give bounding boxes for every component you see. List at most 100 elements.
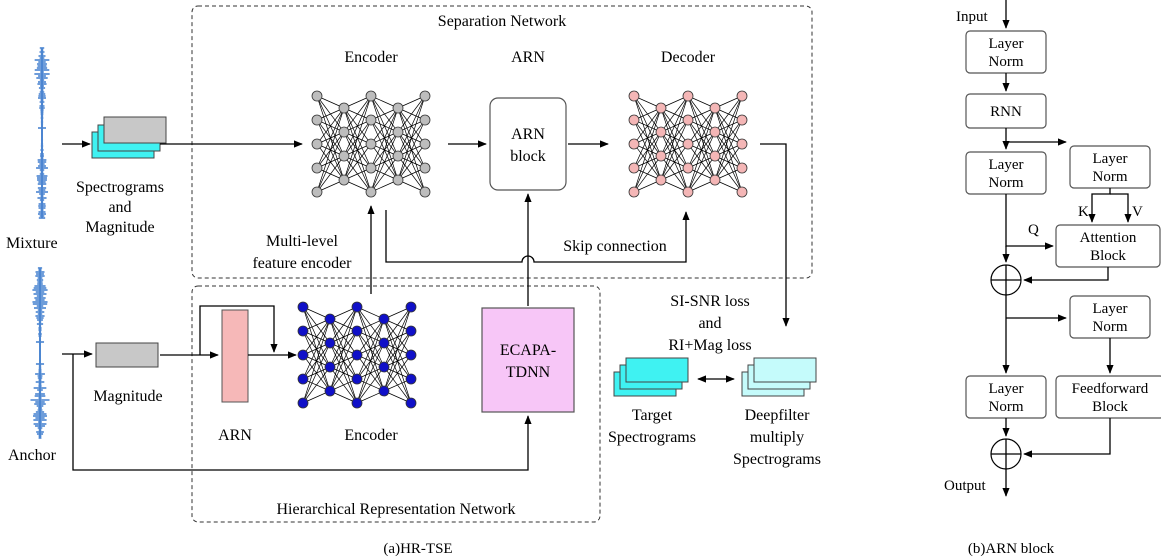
encoder-top-node — [419, 114, 431, 126]
decoder-connection — [660, 95, 689, 181]
decoder-output-arrow — [760, 143, 790, 327]
anchor-label: Anchor — [8, 447, 57, 464]
decoder-node — [655, 174, 667, 186]
encoder-top-connection — [397, 143, 426, 181]
encoder-bottom-node — [405, 373, 417, 385]
layer-norm-4-label-1: Layer — [989, 381, 1024, 397]
encoder-bottom-connection — [302, 318, 331, 404]
encoder-bottom-node — [378, 337, 390, 349]
layer-norm-4-label-2: Norm — [989, 399, 1024, 415]
decoder-connection — [633, 107, 662, 145]
encoder-top-connection — [316, 155, 345, 193]
encoder-bottom-connection — [302, 318, 331, 356]
encoder-top-node — [338, 126, 350, 138]
ff-to-add2-arrow — [1023, 418, 1111, 458]
encoder-bottom-connection — [302, 366, 331, 404]
encoder-top-node — [311, 138, 323, 150]
k-arrow — [1088, 188, 1111, 223]
layer-norm-1-label-2: Norm — [989, 54, 1024, 70]
encoder-top-connection — [316, 107, 345, 145]
decoder-connection — [714, 119, 743, 181]
encoder-top-network — [311, 90, 431, 198]
magnitude-label: Magnitude — [93, 388, 162, 405]
encoder-top-connection — [370, 131, 399, 193]
arn-block-box — [489, 97, 567, 191]
encoder-bottom-connection — [383, 306, 412, 344]
encoder-bottom-label: Encoder — [344, 427, 398, 444]
anchor-waveform — [30, 267, 50, 439]
encoder-bottom-node — [378, 361, 390, 373]
layer-norm-2-label-1: Layer — [989, 157, 1024, 173]
feedforward-label-1: Feedforward — [1072, 381, 1149, 397]
decoder-connection — [687, 155, 716, 193]
encoder-bottom-node — [324, 337, 336, 349]
encoder-top-node — [338, 174, 350, 186]
encoder-bottom-connection — [329, 330, 358, 392]
encoder-bottom-node — [351, 349, 363, 361]
decoder-connection — [660, 95, 689, 133]
decoder-connection — [633, 131, 662, 193]
encoder-top-node — [392, 174, 404, 186]
encoder-bottom-node — [324, 313, 336, 325]
decoder-node — [655, 126, 667, 138]
encoder-bottom-node — [297, 349, 309, 361]
decoder-connection — [660, 143, 689, 181]
encoder-top-node — [311, 114, 323, 126]
encoder-top-connection — [370, 107, 399, 169]
encoder-top-connection — [370, 107, 399, 193]
encoder-top-node — [419, 162, 431, 174]
ecapa-tdnn-box — [481, 307, 575, 413]
encoder-top-connection — [397, 95, 426, 133]
decoder-connection — [714, 95, 743, 181]
decoder-node — [736, 90, 748, 102]
encoder-top-node — [365, 114, 377, 126]
caption-a: (a)HR-TSE — [383, 541, 452, 557]
decoder-node — [709, 150, 721, 162]
decoder-node — [709, 174, 721, 186]
encoder-bottom-connection — [356, 342, 385, 404]
decoder-connection — [714, 143, 743, 181]
decoder-node — [736, 138, 748, 150]
encoder-bottom-connection — [329, 354, 358, 392]
decoder-connection — [633, 107, 662, 193]
encoder-bottom-node — [378, 313, 390, 325]
encoder-bottom-node — [405, 301, 417, 313]
decoder-node — [655, 102, 667, 114]
layer-norm-5-label-1: Layer — [1093, 301, 1128, 317]
encoder-bottom-node — [297, 301, 309, 313]
encoder-top-node — [365, 90, 377, 102]
v-label: V — [1132, 204, 1143, 220]
encoder-top-connection — [343, 95, 372, 181]
encoder-bottom-node — [297, 397, 309, 409]
decoder-network — [628, 90, 748, 198]
decoder-node — [709, 102, 721, 114]
encoder-top-connection — [343, 143, 372, 181]
k-label: K — [1078, 204, 1089, 220]
v-arrow — [1110, 193, 1132, 223]
encoder-top-title: Encoder — [344, 49, 398, 66]
arn-bar — [221, 309, 249, 403]
encoder-top-node — [392, 102, 404, 114]
spectrograms-label-3: Magnitude — [85, 219, 154, 236]
encoder-top-node — [311, 90, 323, 102]
add-node-2 — [990, 438, 1022, 470]
multilevel-label-2: feature encoder — [252, 255, 352, 272]
attention-to-add-arrow — [1023, 267, 1109, 284]
decoder-title: Decoder — [661, 49, 716, 66]
deepfilter-spectrogram-stack — [741, 357, 817, 397]
encoder-top-connection — [316, 131, 345, 193]
decoder-node — [682, 114, 694, 126]
input-label: Input — [956, 9, 988, 25]
decoder-node — [682, 162, 694, 174]
mixture-spectrogram-stack — [91, 116, 167, 159]
decoder-connection — [714, 95, 743, 133]
spectrograms-label-1: Spectrograms — [76, 179, 164, 196]
encoder-bottom-node — [324, 361, 336, 373]
decoder-connection — [714, 95, 743, 157]
encoder-top-node — [311, 186, 323, 198]
encoder-bottom-node — [405, 325, 417, 337]
layer-norm-1-label-1: Layer — [989, 36, 1024, 52]
encoder-top-connection — [343, 95, 372, 157]
encoder-top-node — [338, 150, 350, 162]
decoder-connection — [660, 95, 689, 157]
